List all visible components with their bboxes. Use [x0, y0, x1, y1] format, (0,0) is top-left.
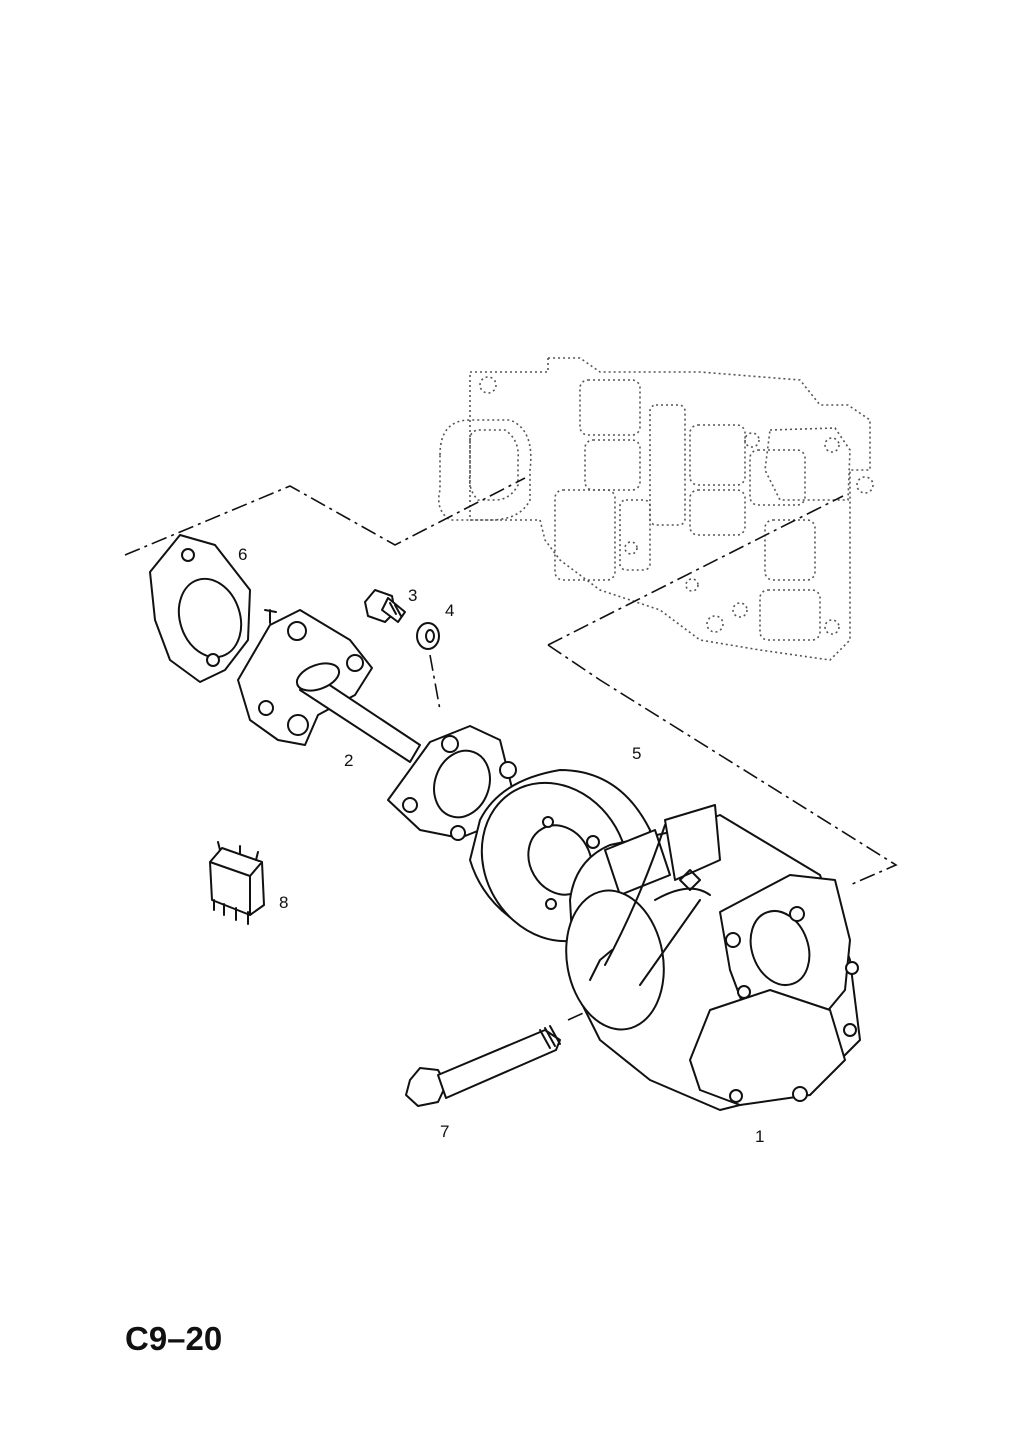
callout-4: 4	[445, 601, 455, 620]
callout-1: 1	[755, 1127, 765, 1146]
callout-2: 2	[344, 751, 354, 770]
callout-3: 3	[408, 586, 418, 605]
part-4-washer	[416, 622, 440, 650]
part-6-gasket	[149, 534, 251, 683]
diagram-code: C9–20	[125, 1320, 223, 1357]
part-2-pipe-assembly	[237, 609, 517, 841]
part-3-bolt	[364, 589, 406, 623]
callout-5: 5	[632, 744, 642, 763]
part-8-relay	[209, 841, 265, 925]
callout-7: 7	[440, 1122, 450, 1141]
callout-8: 8	[279, 893, 289, 912]
part-1-compressor	[565, 804, 861, 1111]
part-7-long-bolt	[405, 1025, 561, 1107]
callout-6: 6	[238, 545, 248, 564]
engine-block-outline	[437, 357, 874, 661]
